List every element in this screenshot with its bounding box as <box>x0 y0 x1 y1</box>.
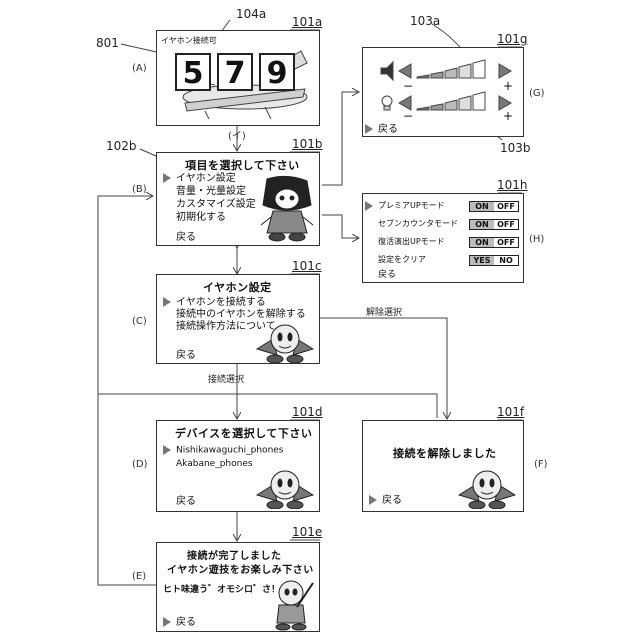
screen-c-earphone-settings: イヤホン設定 イヤホンを接続する 接続中のイヤホンを解除する 接続操作方法につい… <box>156 274 320 364</box>
ref-103b: 103b <box>500 142 531 155</box>
reel-digit-1: 5 <box>175 53 211 91</box>
reel-digit-2: 7 <box>217 53 253 91</box>
back-button[interactable]: 戻る <box>176 496 196 507</box>
back-button[interactable]: 戻る <box>365 124 398 135</box>
screen-d-device-select: デバイスを選択して下さい Nishikawaguchi_phones Akaba… <box>156 420 320 512</box>
menu-item-initialize[interactable]: 初期化する <box>176 212 226 223</box>
ref-801: 801 <box>96 37 119 50</box>
edge-f-return <box>98 394 437 418</box>
menu-item-connect[interactable]: イヤホンを接続する <box>163 297 266 308</box>
mascot-illustration <box>255 465 315 509</box>
side-label-g: (G) <box>529 88 545 99</box>
brightness-up-icon <box>499 96 511 110</box>
screen-e-line1: 接続が完了しました <box>187 547 282 562</box>
back-button[interactable]: 戻る <box>378 270 396 281</box>
ref-101a: 101a <box>292 16 322 29</box>
back-button[interactable]: 戻る <box>176 350 196 361</box>
ref-101b: 101b <box>292 138 323 151</box>
volume-minus-label: − <box>403 81 413 92</box>
edge-label-connect: 接続選択 <box>208 374 244 386</box>
screen-d-title: デバイスを選択して下さい <box>175 425 312 441</box>
side-label-e: (E) <box>132 571 146 582</box>
speaker-icon <box>381 62 393 80</box>
custom-row-premier: プレミアUPモード <box>365 200 445 211</box>
ref-101d: 101d <box>292 406 323 419</box>
menu-item-earphone[interactable]: イヤホン設定 <box>163 173 236 184</box>
brightness-down-icon <box>399 96 411 110</box>
screen-c-title: イヤホン設定 <box>203 279 272 295</box>
menu-item-customize[interactable]: カスタマイズ設定 <box>176 199 256 210</box>
custom-row-revival: 復活演出UPモード <box>378 236 445 247</box>
volume-up-icon <box>499 64 511 78</box>
side-label-h: (H) <box>529 234 544 245</box>
premier-toggle[interactable]: ONOFF <box>469 201 519 212</box>
ref-101e: 101e <box>292 526 322 539</box>
cursor-triangle-icon <box>163 297 171 307</box>
custom-row-seven: セブンカウンタモード <box>378 218 458 229</box>
side-label-f: (F) <box>534 459 548 470</box>
edge-e-b <box>98 196 156 585</box>
screen-g-volume-brightness: − + − + 戻る <box>362 47 524 137</box>
edge-c-f <box>320 318 447 418</box>
reel-digit-3: 9 <box>259 53 295 91</box>
screen-h-customize: プレミアUPモード ONOFF セブンカウンタモード ONOFF 復活演出UPモ… <box>362 193 524 283</box>
mascot-illustration <box>457 465 517 509</box>
cursor-triangle-icon <box>365 201 373 211</box>
cursor-triangle-icon <box>163 445 171 455</box>
ref-102b: 102b <box>106 140 137 153</box>
guitar-mascot-illustration <box>267 577 317 631</box>
screen-e-connected: 接続が完了しました イヤホン遊技をお楽しみ下さい ヒト味違う゛オモシロ゛さ！ 戻… <box>156 542 320 632</box>
side-label-d: (D) <box>132 459 148 470</box>
ref-101f: 101f <box>497 406 524 419</box>
side-label-c: (C) <box>132 316 147 327</box>
menu-item-volume[interactable]: 音量・光量設定 <box>176 186 246 197</box>
screen-a-game: イヤホン接続可 5 7 9 <box>156 30 320 126</box>
ref-101h: 101h <box>497 179 528 192</box>
cursor-triangle-icon <box>365 124 373 134</box>
ref-101c: 101c <box>292 260 322 273</box>
revival-toggle[interactable]: ONOFF <box>469 237 519 248</box>
side-label-i: (イ) <box>228 131 246 142</box>
ninja-character-illustration <box>257 175 317 243</box>
edge-b-h <box>322 215 358 238</box>
custom-row-clear: 設定をクリア <box>378 254 426 265</box>
mascot-illustration <box>255 319 315 363</box>
edge-label-release: 解除選択 <box>366 307 402 319</box>
clear-settings-toggle[interactable]: YESNO <box>469 255 519 266</box>
seven-counter-toggle[interactable]: ONOFF <box>469 219 519 230</box>
speech-text: ヒト味違う゛オモシロ゛さ！ <box>163 585 280 596</box>
volume-plus-label: + <box>503 81 513 92</box>
brightness-minus-label: − <box>403 111 413 122</box>
back-button[interactable]: 戻る <box>163 617 196 628</box>
brightness-plus-label: + <box>503 111 513 122</box>
bulb-icon <box>382 96 392 106</box>
back-button[interactable]: 戻る <box>369 495 402 506</box>
side-label-b: (B) <box>132 184 147 195</box>
screen-e-line2: イヤホン遊技をお楽しみ下さい <box>167 561 314 576</box>
screen-b-title: 項目を選択して下さい <box>185 157 300 173</box>
screen-b-menu: 項目を選択して下さい イヤホン設定 音量・光量設定 カスタマイズ設定 初期化する… <box>156 152 320 246</box>
ref-101g: 101g <box>497 33 528 46</box>
ref-104a: 104a <box>236 8 266 21</box>
screen-f-released: 接続を解除しました 戻る <box>362 420 524 512</box>
cursor-triangle-icon <box>369 495 377 505</box>
back-button[interactable]: 戻る <box>176 232 196 243</box>
edge-b-g <box>322 92 358 185</box>
screen-f-title: 接続を解除しました <box>393 445 497 461</box>
volume-down-icon <box>399 64 411 78</box>
device-item-2[interactable]: Akabane_phones <box>176 459 253 470</box>
side-label-a: (A) <box>132 63 147 74</box>
ref-103a: 103a <box>410 15 440 28</box>
device-item-1[interactable]: Nishikawaguchi_phones <box>163 445 284 457</box>
cursor-triangle-icon <box>163 617 171 627</box>
level-meters <box>363 48 523 136</box>
cursor-triangle-icon <box>163 173 171 183</box>
